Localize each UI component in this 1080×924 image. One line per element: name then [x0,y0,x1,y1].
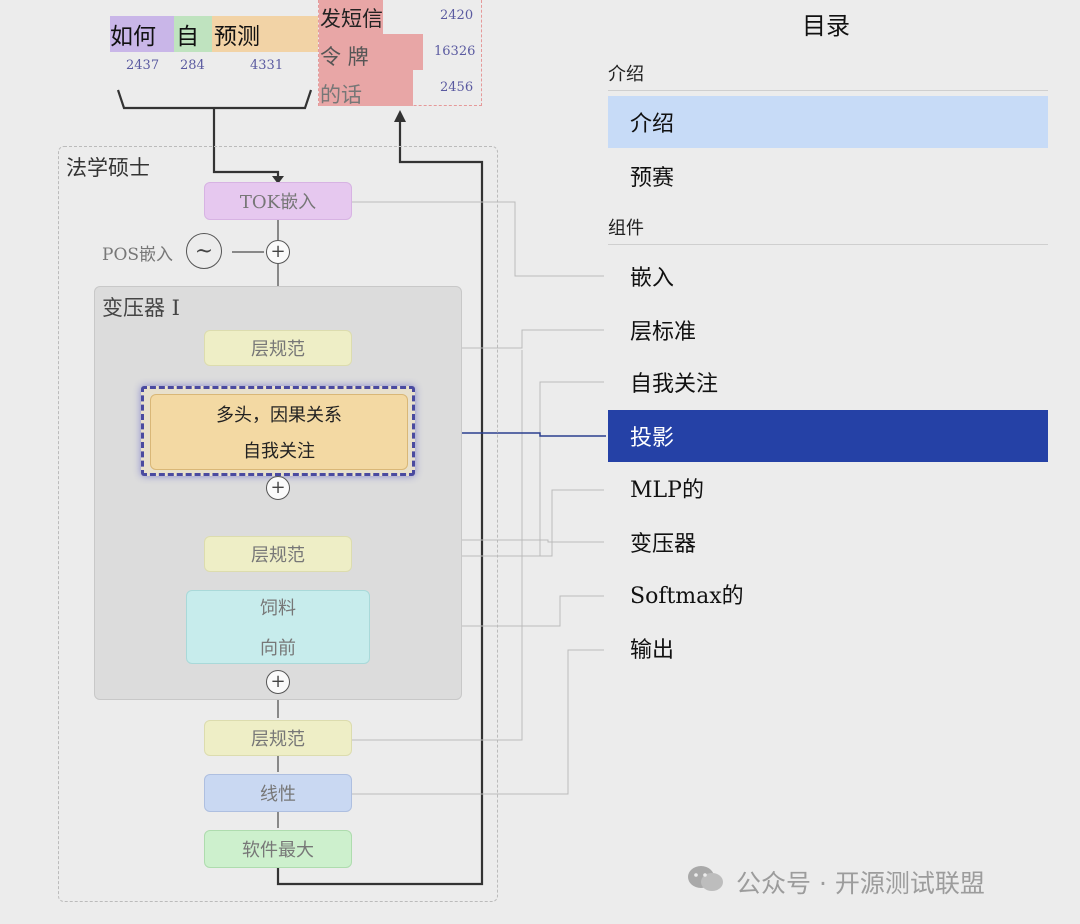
toc-item-projection[interactable]: 投影 [608,410,1048,462]
input-token-text-2: 预测 [214,24,260,50]
toc-item-embedding[interactable]: 嵌入 [630,266,675,291]
input-token-id-2: 4331 [250,58,284,73]
toc-item-softmax[interactable]: Softmax的 [630,584,744,609]
add-icon: + [266,670,290,694]
output-token-id-1: 16326 [434,44,476,59]
layernorm-box-3[interactable]: 层规范 [204,720,352,756]
watermark-text: 公众号 · 开源测试联盟 [736,869,985,898]
output-token-id-0: 2420 [440,8,474,23]
output-token-text-0[interactable]: 发短信 [320,7,383,31]
toc-item-self-attention[interactable]: 自我关注 [630,372,719,397]
input-token-id-0: 2437 [126,58,160,73]
toc-item-intro[interactable]: 介绍 [608,96,1048,148]
feedforward-box[interactable]: 饲料 向前 [186,590,370,664]
softmax-box[interactable]: 软件最大 [204,830,352,868]
toc-section-heading: 介绍 [608,60,1048,91]
output-bar-2 [319,70,413,106]
input-token-1[interactable] [174,16,212,52]
output-token-id-2: 2456 [440,80,474,95]
input-token-text-1: 自 [176,24,199,50]
toc-item-transformer[interactable]: 变压器 [630,532,697,557]
toc-item-output[interactable]: 输出 [630,638,675,663]
toc-item-preliminaries[interactable]: 预赛 [630,166,675,191]
ffn-line-2: 向前 [260,638,296,659]
pos-embed-wave-icon[interactable]: ~ [186,233,222,269]
toc-title: 目录 [802,12,850,40]
transformer-label: 变压器 I [102,296,180,320]
input-token-text-0: 如何 [110,24,156,50]
output-token-text-2[interactable]: 的话 [320,83,362,107]
add-icon: + [266,240,290,264]
layernorm-box-1[interactable]: 层规范 [204,330,352,366]
tok-embed-box[interactable]: TOK嵌入 [204,182,352,220]
ffn-line-1: 饲料 [260,598,296,619]
pos-embed-label: POS嵌入 [102,245,174,265]
input-token-0[interactable] [110,16,174,52]
llm-label: 法学硕士 [66,156,150,180]
llm-frame [58,146,498,902]
toc-item-mlp[interactable]: MLP的 [630,478,704,503]
output-bar-0 [319,0,383,34]
layernorm-box-2[interactable]: 层规范 [204,536,352,572]
toc-section-heading: 组件 [608,214,1048,245]
input-token-2[interactable] [212,16,318,52]
attention-line-2: 自我关注 [243,441,315,462]
output-bar-1 [319,34,423,70]
attention-box[interactable]: 多头，因果关系 自我关注 [150,394,408,470]
add-icon: + [266,476,290,500]
wechat-icon [686,864,726,894]
linear-box[interactable]: 线性 [204,774,352,812]
output-token-text-1[interactable]: 令 牌 [320,45,369,69]
toc-item-layernorm[interactable]: 层标准 [630,320,697,345]
attention-line-1: 多头，因果关系 [216,405,342,426]
input-token-id-1: 284 [180,58,205,73]
